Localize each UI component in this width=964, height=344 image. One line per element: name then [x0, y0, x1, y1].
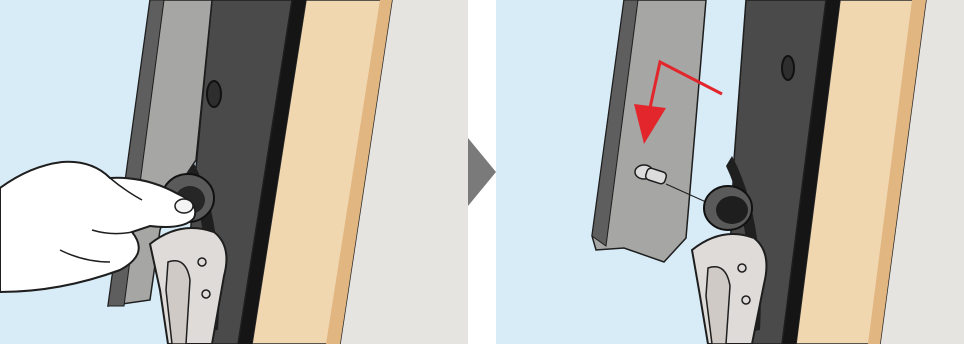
- wall-surface: [340, 0, 468, 344]
- frame-seal: [238, 0, 306, 344]
- locking-pin-shaft: [644, 167, 668, 185]
- wood-lining-edge: [326, 0, 392, 344]
- pin-alignment-line: [665, 183, 707, 203]
- finger-crease: [109, 177, 143, 201]
- step-1-illustration: [0, 0, 468, 344]
- rivet-icon: [197, 257, 207, 267]
- step-2-panel: [496, 0, 964, 344]
- hinge-slot: [705, 266, 731, 344]
- release-socket-icon: [716, 196, 748, 224]
- wood-lining: [795, 0, 927, 344]
- screw-hole-icon: [781, 55, 795, 81]
- triangle-right-icon: [468, 138, 496, 206]
- hinge-slot: [165, 260, 191, 344]
- hand-pressing-button: [0, 160, 197, 294]
- slide-down-arrow-icon: [634, 59, 723, 144]
- rivet-icon: [201, 289, 211, 299]
- step-1-panel: [0, 0, 468, 344]
- finger-crease: [59, 249, 111, 263]
- fingernail: [174, 198, 194, 214]
- wall-surface: [880, 0, 964, 344]
- rivet-icon: [737, 263, 747, 273]
- step-2-illustration: [496, 0, 964, 344]
- next-step-arrow: [468, 0, 496, 344]
- wood-lining-edge: [868, 0, 926, 344]
- screw-hole-icon: [206, 80, 222, 108]
- cladding-edge: [591, 0, 639, 247]
- finger-crease: [91, 229, 133, 235]
- frame-seal: [782, 0, 840, 344]
- rivet-icon: [741, 295, 751, 305]
